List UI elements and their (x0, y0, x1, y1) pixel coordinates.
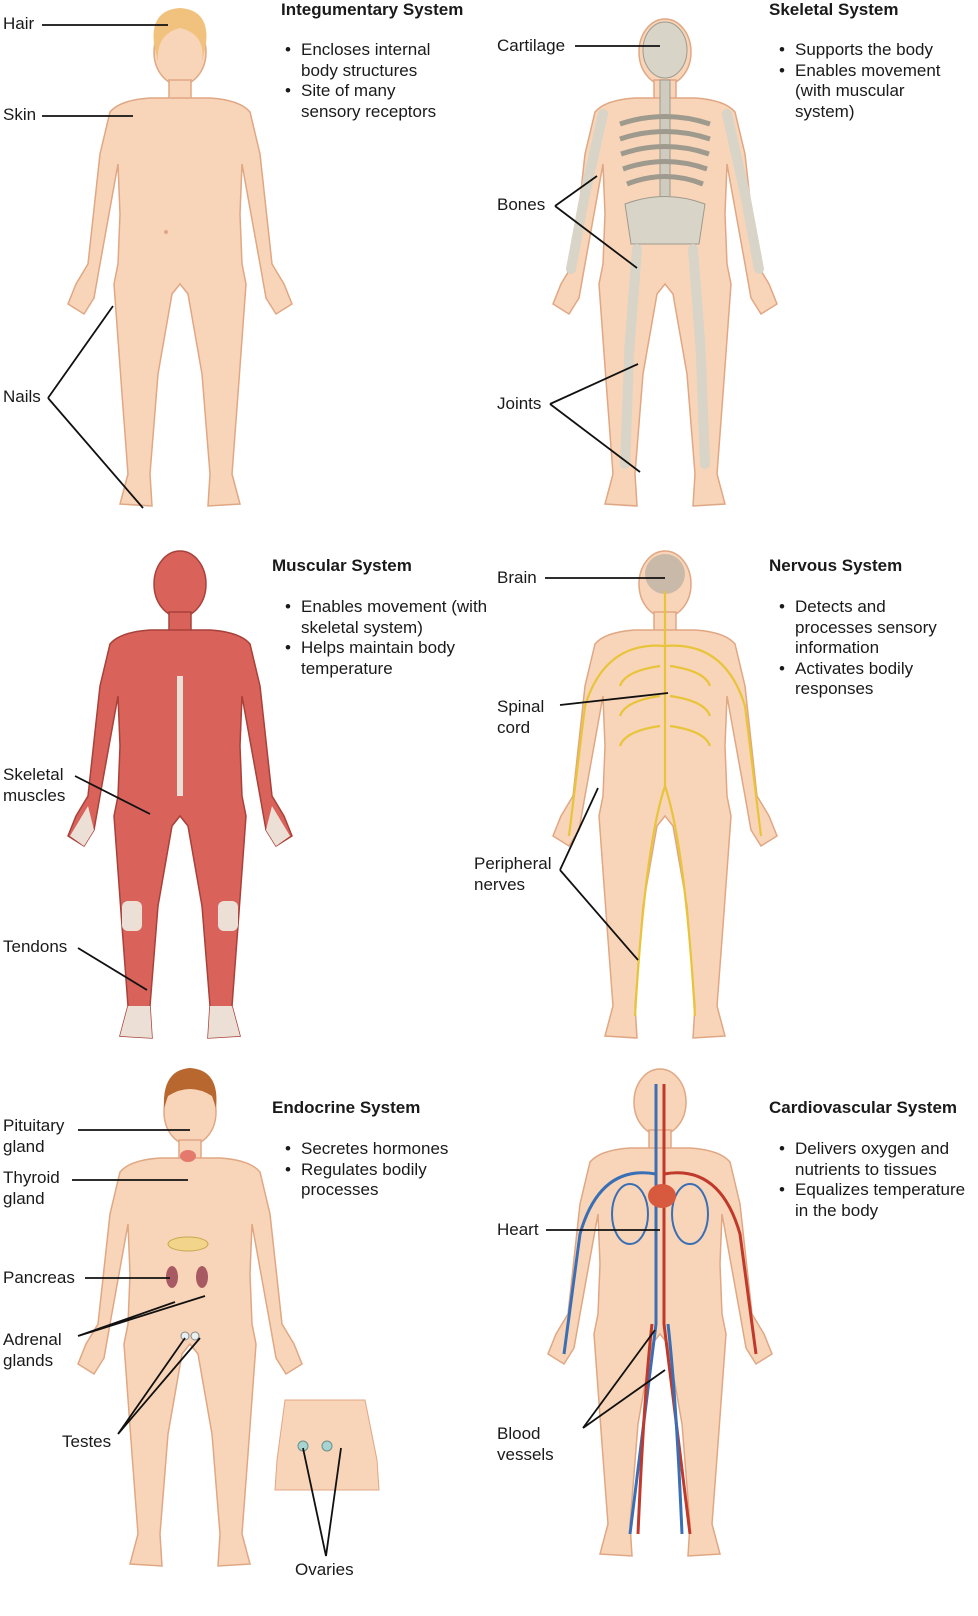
bullet: Regulates bodily processes (283, 1160, 493, 1201)
label-brain: Brain (497, 568, 537, 587)
cardiovascular-bullets: Delivers oxygen and nutrients to tissues… (777, 1139, 967, 1221)
label-ovaries: Ovaries (295, 1560, 354, 1579)
label-peripheral-nerves: Peripheral nerves (474, 854, 552, 894)
label-joints: Joints (497, 394, 542, 413)
nervous-bullets: Detects and processes sensory informatio… (777, 597, 967, 700)
label-pancreas: Pancreas (3, 1268, 75, 1287)
label-pituitary-gland: Pituitary gland (3, 1116, 65, 1156)
label-blood-vessels: Blood vessels (497, 1424, 554, 1464)
label-thyroid-gland: Thyroid gland (3, 1168, 60, 1208)
bullet: Enables movement (with skeletal system) (283, 597, 493, 638)
cardiovascular-title: Cardiovascular System (769, 1098, 958, 1117)
bullet: Helps maintain body temperature (283, 638, 493, 679)
bullet: Secretes hormones (283, 1139, 493, 1160)
bullet: Enables movement (with muscular system) (777, 61, 967, 123)
integumentary-figure (67, 8, 293, 507)
label-skeletal-muscles: Skeletal muscles (3, 765, 66, 805)
label-tendons: Tendons (3, 937, 68, 956)
label-bones: Bones (497, 195, 546, 214)
skeletal-figure (552, 18, 778, 507)
endocrine-bullets: Secretes hormones Regulates bodily proce… (283, 1139, 493, 1201)
female-pelvis-inset (274, 1399, 380, 1491)
bullet: Encloses internal body structures (283, 40, 453, 81)
integumentary-title: Integumentary System (281, 0, 464, 19)
leader-lines (42, 24, 669, 1557)
muscular-figure (67, 550, 293, 1039)
skeletal-title: Skeletal System (769, 0, 899, 19)
cardiovascular-figure (547, 1068, 773, 1557)
nervous-figure (552, 550, 778, 1039)
nervous-title: Nervous System (769, 556, 903, 575)
skeletal-bullets: Supports the body Enables movement (with… (777, 40, 967, 122)
integumentary-bullets: Encloses internal body structures Site o… (283, 40, 453, 122)
bullet: Supports the body (777, 40, 967, 61)
bullet: Detects and processes sensory informatio… (777, 597, 967, 659)
label-nails: Nails (3, 387, 41, 406)
label-hair: Hair (3, 14, 35, 33)
label-spinal-cord: Spinal cord (497, 697, 545, 737)
muscular-bullets: Enables movement (with skeletal system) … (283, 597, 493, 679)
bullet: Activates bodily responses (777, 659, 967, 700)
label-testes: Testes (62, 1432, 112, 1451)
label-skin: Skin (3, 105, 37, 124)
muscular-title: Muscular System (272, 556, 412, 575)
endocrine-figure (77, 1068, 303, 1567)
label-adrenal-glands: Adrenal glands (3, 1330, 62, 1370)
bullet: Delivers oxygen and nutrients to tissues (777, 1139, 967, 1180)
label-cartilage: Cartilage (497, 36, 566, 55)
bullet: Site of many sensory receptors (283, 81, 453, 122)
endocrine-title: Endocrine System (272, 1098, 421, 1117)
label-heart: Heart (497, 1220, 539, 1239)
bullet: Equalizes temperature in the body (777, 1180, 967, 1221)
